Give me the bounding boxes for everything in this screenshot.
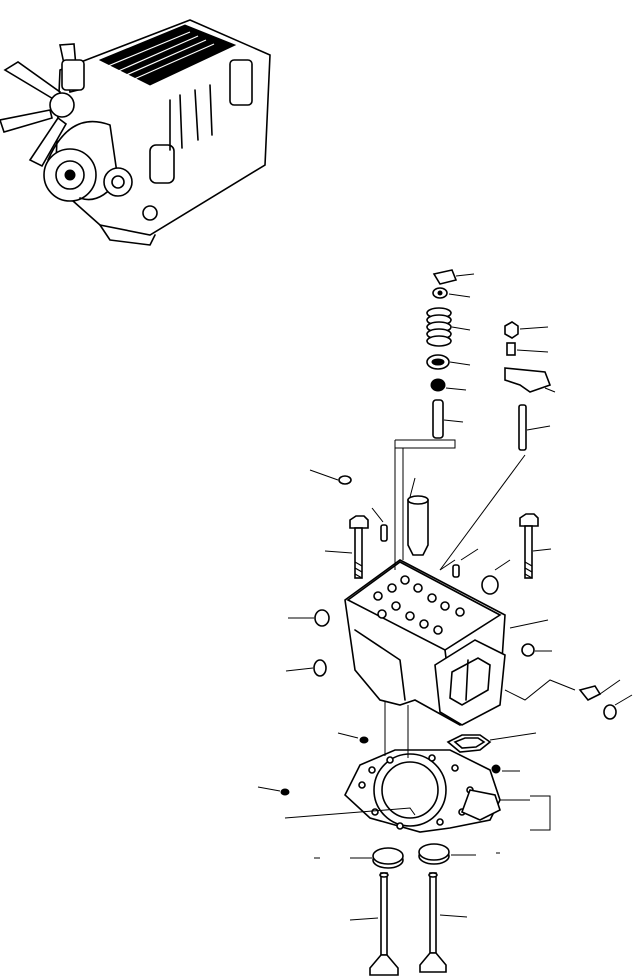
valve-seat-inserts (314, 843, 500, 869)
port-gasket (446, 732, 537, 753)
valve-train-parts (394, 269, 556, 571)
exhaust-valve (419, 872, 468, 973)
head-gasket (284, 702, 551, 833)
cylinder-head (285, 559, 552, 726)
exhaust-port-flange (434, 639, 506, 726)
injector-and-plugs (309, 469, 479, 578)
engine-overview (0, 19, 271, 246)
valve-spring (426, 307, 452, 347)
head-bolt-holes (373, 575, 465, 635)
head-bolts (324, 513, 552, 579)
exhaust-stud-set (504, 679, 633, 720)
intake-valve (349, 872, 399, 976)
